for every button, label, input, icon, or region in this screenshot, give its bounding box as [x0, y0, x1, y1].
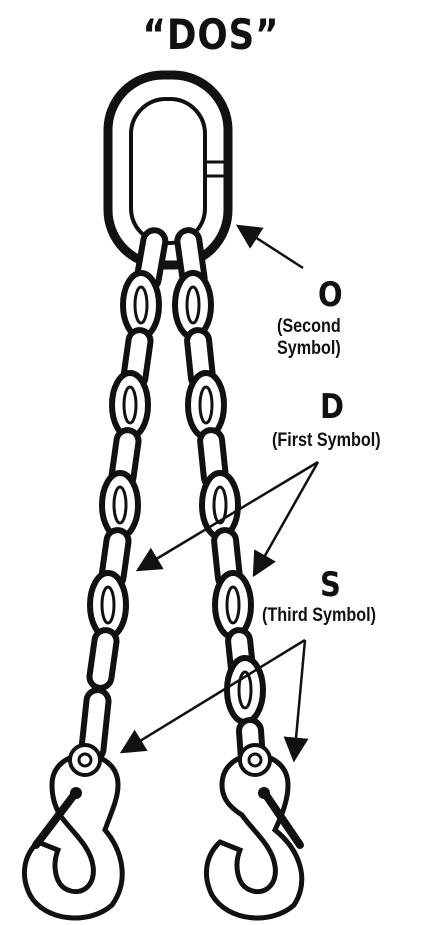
- right-sling-hook: [203, 743, 305, 921]
- diagram-title: “DOS”: [142, 10, 280, 59]
- left-sling-hook: [21, 743, 125, 921]
- arrow-o-to-master-link: [235, 224, 304, 270]
- arrow-d-to-right-chain: [252, 461, 320, 578]
- label-s-description: (Third Symbol): [262, 605, 376, 626]
- label-d-letter: D: [320, 387, 344, 427]
- master-link: [103, 70, 233, 270]
- callout-arrows: [119, 224, 320, 763]
- label-o-letter: O: [318, 275, 343, 315]
- label-d-description: (First Symbol): [272, 430, 381, 451]
- label-s-letter: S: [320, 565, 341, 605]
- arrow-d-to-left-chain: [135, 460, 319, 572]
- arrow-s-to-left-hook: [119, 638, 306, 754]
- right-chain-leg: [172, 227, 266, 773]
- left-chain-leg: [78, 227, 169, 763]
- label-o-description: (Second Symbol): [277, 316, 341, 359]
- arrow-s-to-right-hook: [283, 639, 309, 763]
